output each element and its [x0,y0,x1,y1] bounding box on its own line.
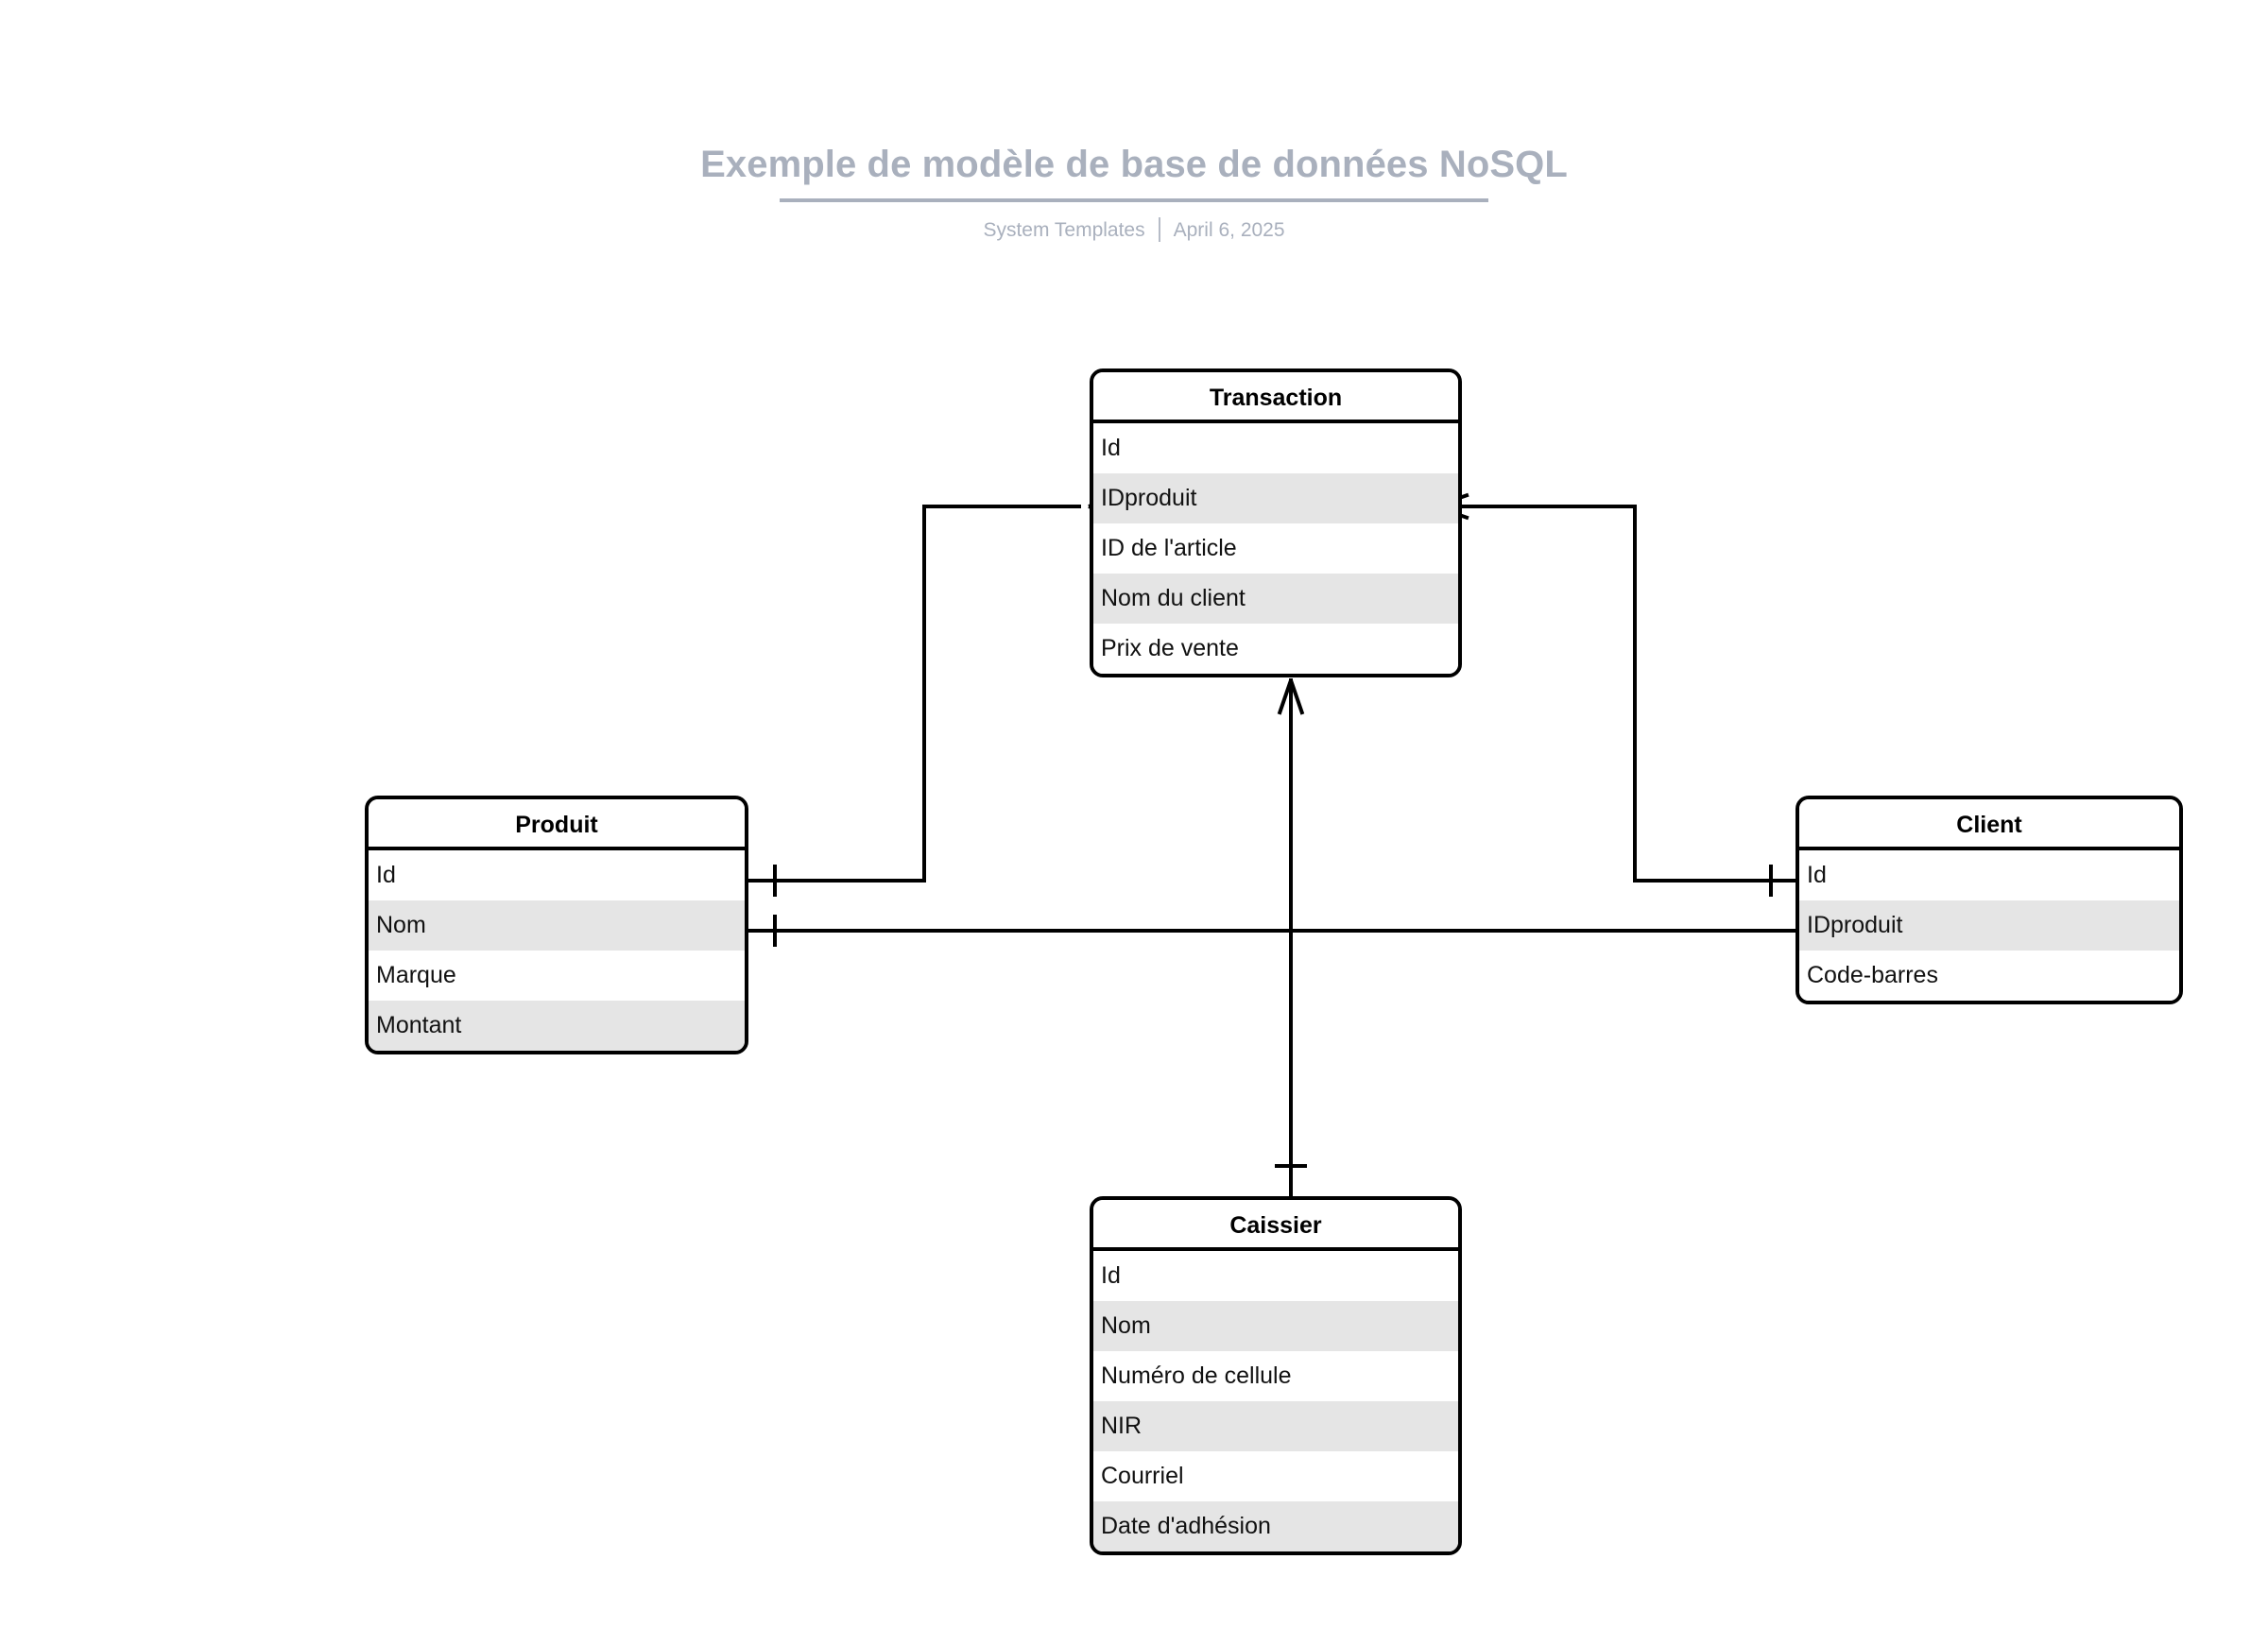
attribute-row[interactable]: Marque [369,951,745,1001]
entity-transaction[interactable]: Transaction Id IDproduit ID de l'article… [1090,368,1462,677]
attribute-row[interactable]: Nom du client [1093,574,1458,624]
entity-produit-title: Produit [369,799,745,850]
relationship-produit-transaction-segment-v [922,505,926,881]
entity-transaction-title: Transaction [1093,372,1458,423]
attribute-row[interactable]: Date d'adhésion [1093,1501,1458,1551]
entity-produit[interactable]: Produit Id Nom Marque Montant [365,796,748,1054]
entity-client[interactable]: Client Id IDproduit Code-barres [1796,796,2183,1004]
attribute-row[interactable]: Id [1093,423,1458,473]
document-author: System Templates [983,218,1145,241]
cardinality-one-caissier-id [1275,1164,1307,1168]
document-header: Exemple de modèle de base de données NoS… [0,142,2268,242]
relationship-client-transaction-segment-v [1633,505,1637,881]
relationship-produit-transaction-segment-h2 [922,505,1081,508]
relationship-client-transaction-segment-h2 [1470,505,1637,508]
subheader-divider [1158,217,1160,242]
relationship-produit-client-segment [748,929,1796,933]
cardinality-one-produit-id [773,865,777,897]
entity-caissier-attributes: Id Nom Numéro de cellule NIR Courriel Da… [1093,1251,1458,1551]
attribute-row[interactable]: Nom [1093,1301,1458,1351]
relationship-client-transaction-segment-h1 [1633,879,1796,883]
attribute-row[interactable]: Id [369,850,745,900]
attribute-row[interactable]: Id [1799,850,2179,900]
entity-client-attributes: Id IDproduit Code-barres [1799,850,2179,1001]
relationship-transaction-caissier-segment [1289,678,1293,1196]
attribute-row[interactable]: Prix de vente [1093,624,1458,674]
attribute-row[interactable]: ID de l'article [1093,523,1458,574]
attribute-row[interactable]: IDproduit [1799,900,2179,951]
attribute-row[interactable]: Montant [369,1001,745,1051]
cardinality-one-produit-nom [773,915,777,947]
entity-caissier[interactable]: Caissier Id Nom Numéro de cellule NIR Co… [1090,1196,1462,1555]
attribute-row[interactable]: Nom [369,900,745,951]
attribute-row[interactable]: Code-barres [1799,951,2179,1001]
entity-transaction-attributes: Id IDproduit ID de l'article Nom du clie… [1093,423,1458,674]
entity-caissier-title: Caissier [1093,1200,1458,1251]
relationship-produit-transaction-segment-h1 [748,879,926,883]
attribute-row[interactable]: Numéro de cellule [1093,1351,1458,1401]
attribute-row[interactable]: NIR [1093,1401,1458,1451]
entity-produit-attributes: Id Nom Marque Montant [369,850,745,1051]
document-date: April 6, 2025 [1173,218,1285,241]
entity-client-title: Client [1799,799,2179,850]
page-title: Exemple de modèle de base de données NoS… [700,144,1568,185]
cardinality-one-client-id [1769,865,1773,897]
attribute-row[interactable]: Courriel [1093,1451,1458,1501]
attribute-row[interactable]: Id [1093,1251,1458,1301]
attribute-row[interactable]: IDproduit [1093,473,1458,523]
document-subheader: System Templates April 6, 2025 [0,217,2268,242]
title-underline [779,198,1488,202]
